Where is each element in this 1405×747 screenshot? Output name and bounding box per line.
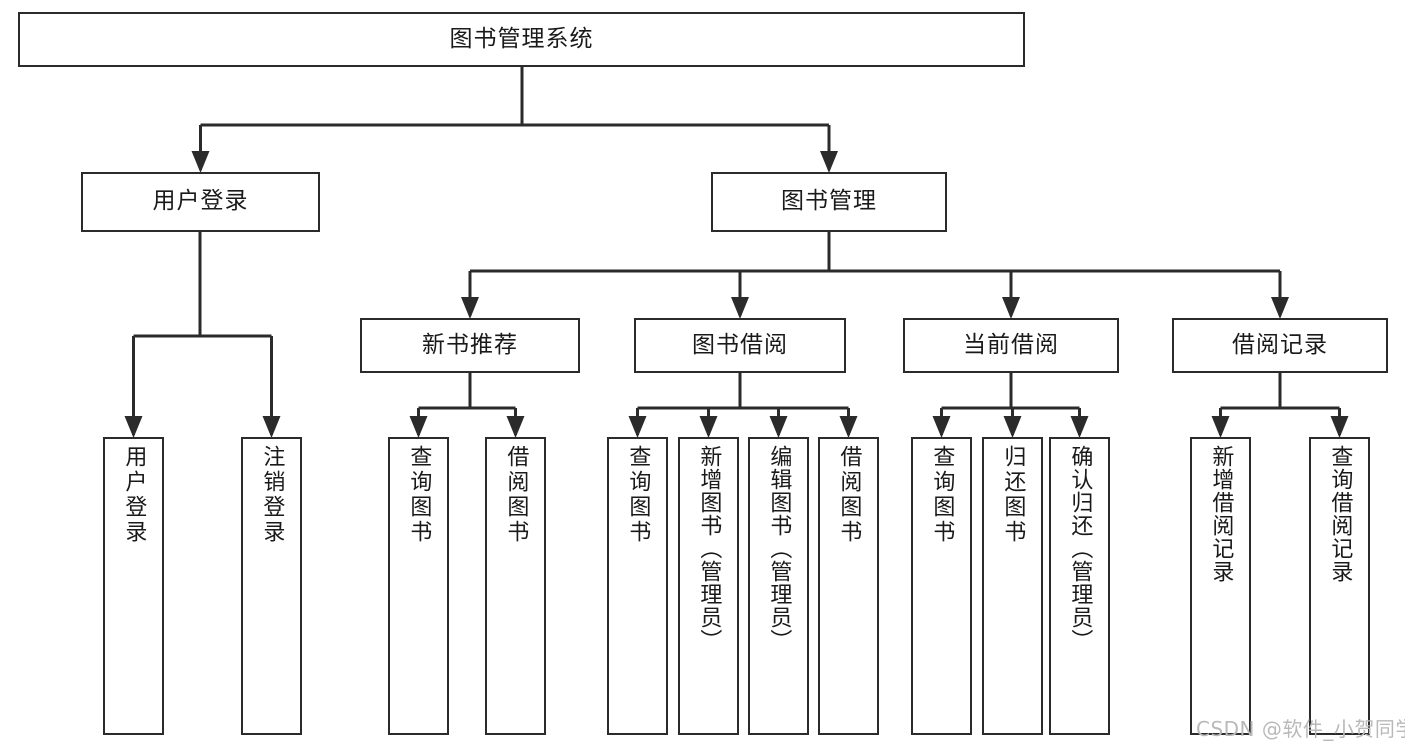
arrow-head-c-return: [1003, 416, 1022, 438]
arrow-head-r-query: [1330, 416, 1349, 438]
arrow-head-c-query: [932, 416, 951, 438]
arrow-head-b-lend: [839, 416, 858, 438]
node-label: 新书推荐: [422, 331, 518, 358]
arrow-head-b-edit: [769, 416, 788, 438]
node-records[interactable]: 借阅记录: [1172, 318, 1388, 373]
node-label: 查询图书: [406, 445, 432, 545]
node-newrec[interactable]: 新书推荐: [360, 318, 580, 373]
arrow-head-b-add: [699, 416, 718, 438]
node-label: 查询借阅记录: [1327, 445, 1353, 583]
arrow-head-r-add: [1211, 416, 1230, 438]
node-r-query[interactable]: 查询借阅记录: [1309, 437, 1370, 735]
node-n-query[interactable]: 查询图书: [388, 437, 449, 735]
node-label: 借阅图书: [836, 445, 862, 545]
arrow-head-l-logout: [262, 416, 281, 438]
node-b-query[interactable]: 查询图书: [607, 437, 668, 735]
arrow-head-newrec: [461, 297, 479, 319]
node-current[interactable]: 当前借阅: [903, 318, 1119, 373]
node-c-query[interactable]: 查询图书: [911, 437, 972, 735]
node-label: 图书管理: [781, 188, 877, 215]
node-r-add[interactable]: 新增借阅记录: [1190, 437, 1251, 735]
arrow-head-bookmgmt: [820, 151, 838, 173]
node-label: 归还图书: [1000, 445, 1026, 545]
arrow-head-n-query: [409, 416, 428, 438]
node-b-lend[interactable]: 借阅图书: [818, 437, 879, 735]
arrow-head-login: [191, 151, 210, 173]
node-borrow[interactable]: 图书借阅: [634, 318, 846, 373]
node-label: 用户登录: [152, 188, 249, 215]
arrow-head-current: [1002, 297, 1020, 319]
arrow-head-l-login: [124, 416, 143, 438]
node-label: 借阅图书: [503, 445, 529, 545]
node-label: 图书管理系统: [449, 25, 594, 52]
node-label: 图书借阅: [692, 331, 788, 358]
node-c-confirm[interactable]: 确认归还（管理员）: [1049, 437, 1110, 735]
node-label: 新增图书（管理员）: [696, 445, 722, 652]
arrow-head-borrow: [731, 297, 749, 319]
node-bookmgmt[interactable]: 图书管理: [711, 172, 947, 232]
node-c-return[interactable]: 归还图书: [982, 437, 1043, 735]
node-n-borrow[interactable]: 借阅图书: [485, 437, 546, 735]
arrow-head-records: [1271, 297, 1289, 319]
node-b-edit[interactable]: 编辑图书（管理员）: [748, 437, 809, 735]
node-b-add[interactable]: 新增图书（管理员）: [678, 437, 739, 735]
arrow-head-b-query: [628, 416, 647, 438]
node-label: 确认归还（管理员）: [1067, 445, 1093, 652]
arrow-head-c-confirm: [1070, 416, 1089, 438]
watermark-label: CSDN @软件_小贺同学: [1196, 717, 1405, 741]
node-label: 借阅记录: [1232, 331, 1328, 358]
node-label: 编辑图书（管理员）: [766, 445, 792, 652]
node-login[interactable]: 用户登录: [81, 172, 320, 232]
node-root[interactable]: 图书管理系统: [18, 12, 1025, 67]
node-label: 查询图书: [929, 445, 955, 545]
arrow-head-n-borrow: [506, 416, 525, 438]
node-label: 查询图书: [625, 445, 651, 545]
node-label: 当前借阅: [963, 331, 1059, 358]
node-label: 新增借阅记录: [1208, 445, 1234, 583]
node-l-login[interactable]: 用户登录: [103, 437, 164, 735]
node-label: 用户登录: [121, 445, 147, 545]
node-l-logout[interactable]: 注销登录: [241, 437, 302, 735]
node-label: 注销登录: [259, 445, 285, 545]
